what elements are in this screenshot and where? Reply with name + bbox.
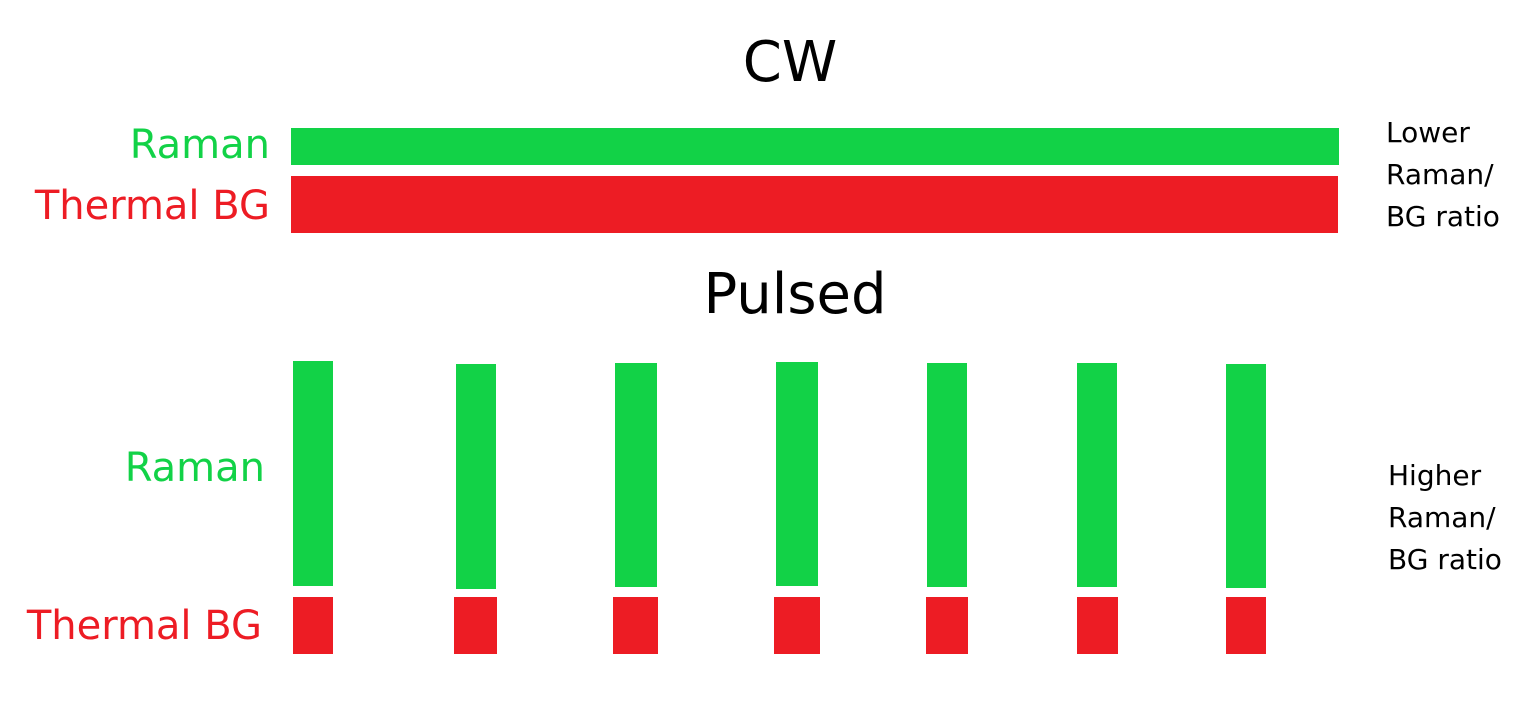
pulse-bg-bar-4 [774,597,820,654]
pulsed-title: Pulsed [703,262,887,327]
pulse-raman-bar-1 [293,361,333,586]
pulse-bg-bar-1 [293,597,333,654]
pulsed-thermal-bg-label: Thermal BG [26,603,262,649]
pulsed-ratio-note: Higher Raman/ BG ratio [1388,459,1502,576]
pulse-raman-bar-7 [1226,364,1266,588]
pulse-bg-bar-7 [1226,597,1266,654]
pulse-raman-bar-5 [927,363,967,587]
cw-title: CW [742,30,838,95]
cw-thermal-bg-label: Thermal BG [34,183,270,229]
pulse-bg-bar-5 [926,597,968,654]
pulse-bg-bar-2 [454,597,497,654]
pulse-raman-bar-2 [456,364,496,589]
pulse-bg-bar-6 [1077,597,1118,654]
cw-raman-bar [291,128,1339,165]
cw-thermal-bg-bar [291,176,1338,233]
pulse-raman-bar-3 [615,363,657,587]
pulse-raman-bar-6 [1077,363,1117,587]
pulse-bg-bar-3 [613,597,658,654]
pulse-raman-bar-4 [776,362,818,586]
cw-raman-label: Raman [129,122,270,168]
pulsed-raman-label: Raman [124,445,265,491]
cw-ratio-note: Lower Raman/ BG ratio [1386,116,1500,233]
